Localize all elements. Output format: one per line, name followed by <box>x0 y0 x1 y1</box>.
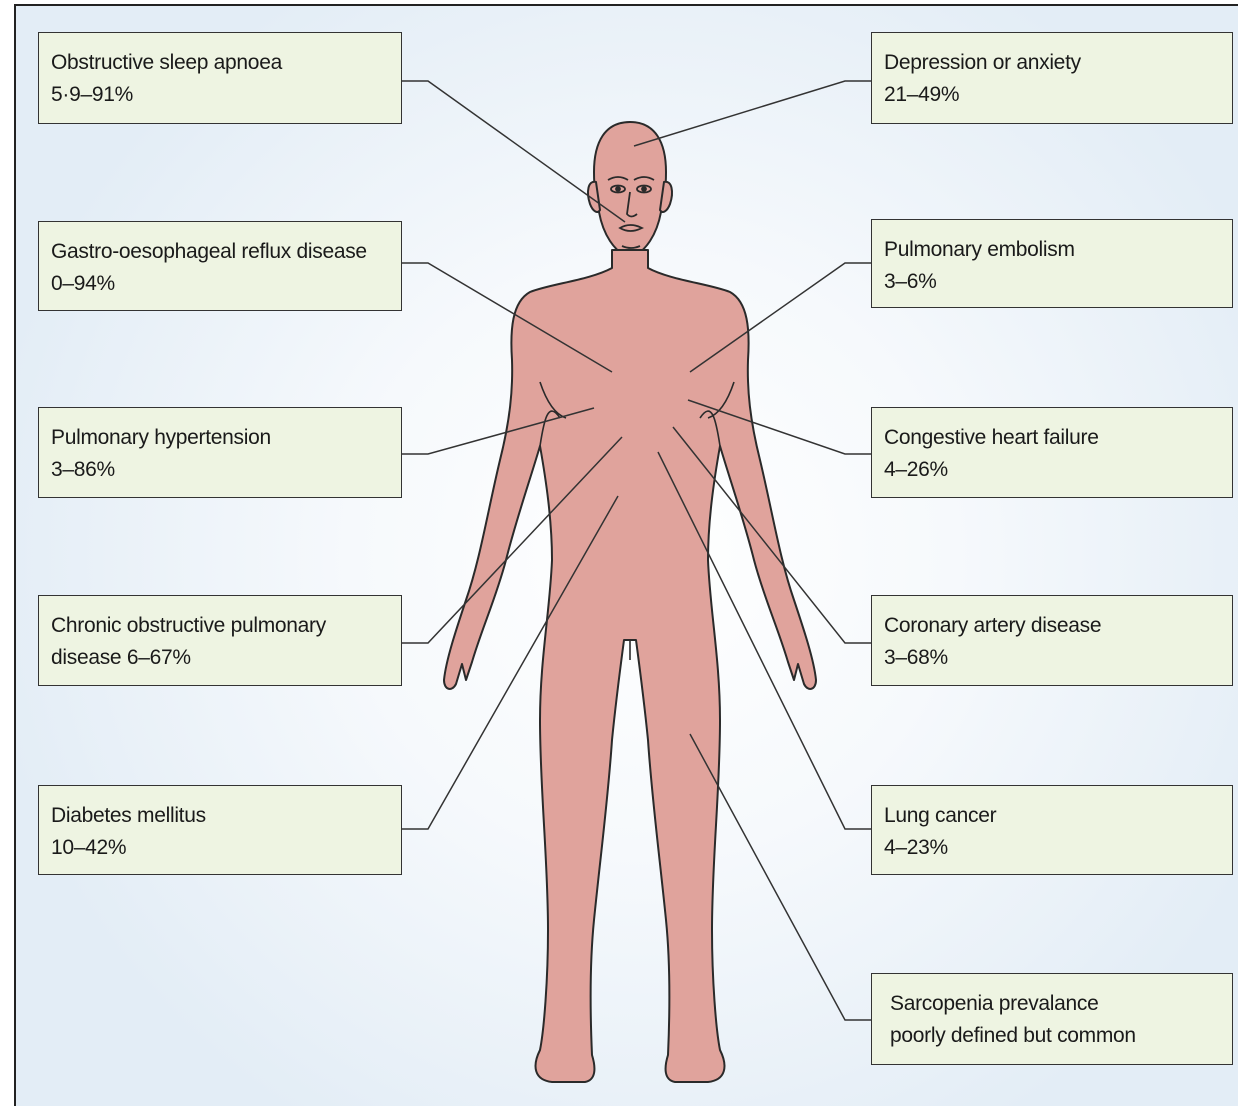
condition-prevalence: 3–68% <box>884 642 1220 674</box>
torso-and-limbs <box>444 250 816 1082</box>
condition-prevalence: 10–42% <box>51 832 389 864</box>
condition-box-sarcopenia: Sarcopenia prevalance poorly defined but… <box>871 973 1233 1065</box>
connector-depression <box>634 81 871 146</box>
condition-prevalence: 21–49% <box>884 79 1220 111</box>
condition-box-pulmonary-embolism: Pulmonary embolism 3–6% <box>871 219 1233 308</box>
condition-name: Sarcopenia prevalance <box>890 992 1099 1015</box>
condition-prevalence: 5·9–91% <box>51 79 389 111</box>
condition-prevalence: poorly defined but common <box>890 1020 1220 1052</box>
condition-name: Pulmonary embolism <box>884 238 1075 261</box>
condition-prevalence: disease 6–67% <box>51 642 389 674</box>
condition-name: Depression or anxiety <box>884 51 1081 74</box>
condition-box-gerd: Gastro-oesophageal reflux disease 0–94% <box>38 221 402 311</box>
condition-box-cad: Coronary artery disease 3–68% <box>871 595 1233 686</box>
condition-name: Diabetes mellitus <box>51 804 206 827</box>
condition-name: Congestive heart failure <box>884 426 1099 449</box>
condition-box-copd: Chronic obstructive pulmonary disease 6–… <box>38 595 402 686</box>
condition-prevalence: 3–6% <box>884 266 1220 298</box>
condition-prevalence: 4–23% <box>884 832 1220 864</box>
condition-prevalence: 3–86% <box>51 454 389 486</box>
condition-box-diabetes: Diabetes mellitus 10–42% <box>38 785 402 875</box>
condition-box-lung-cancer: Lung cancer 4–23% <box>871 785 1233 875</box>
condition-name: Chronic obstructive pulmonary <box>51 614 326 637</box>
head <box>594 122 666 258</box>
condition-box-depression: Depression or anxiety 21–49% <box>871 32 1233 124</box>
condition-box-obstructive-sleep-apnoea: Obstructive sleep apnoea 5·9–91% <box>38 32 402 124</box>
condition-name: Pulmonary hypertension <box>51 426 271 449</box>
condition-name: Lung cancer <box>884 804 996 827</box>
condition-prevalence: 0–94% <box>51 268 389 300</box>
condition-box-pulmonary-hypertension: Pulmonary hypertension 3–86% <box>38 407 402 498</box>
condition-name: Obstructive sleep apnoea <box>51 51 282 74</box>
condition-name: Coronary artery disease <box>884 614 1101 637</box>
human-body-figure <box>444 122 816 1082</box>
condition-box-chf: Congestive heart failure 4–26% <box>871 407 1233 498</box>
condition-prevalence: 4–26% <box>884 454 1220 486</box>
condition-name: Gastro-oesophageal reflux disease <box>51 240 367 263</box>
